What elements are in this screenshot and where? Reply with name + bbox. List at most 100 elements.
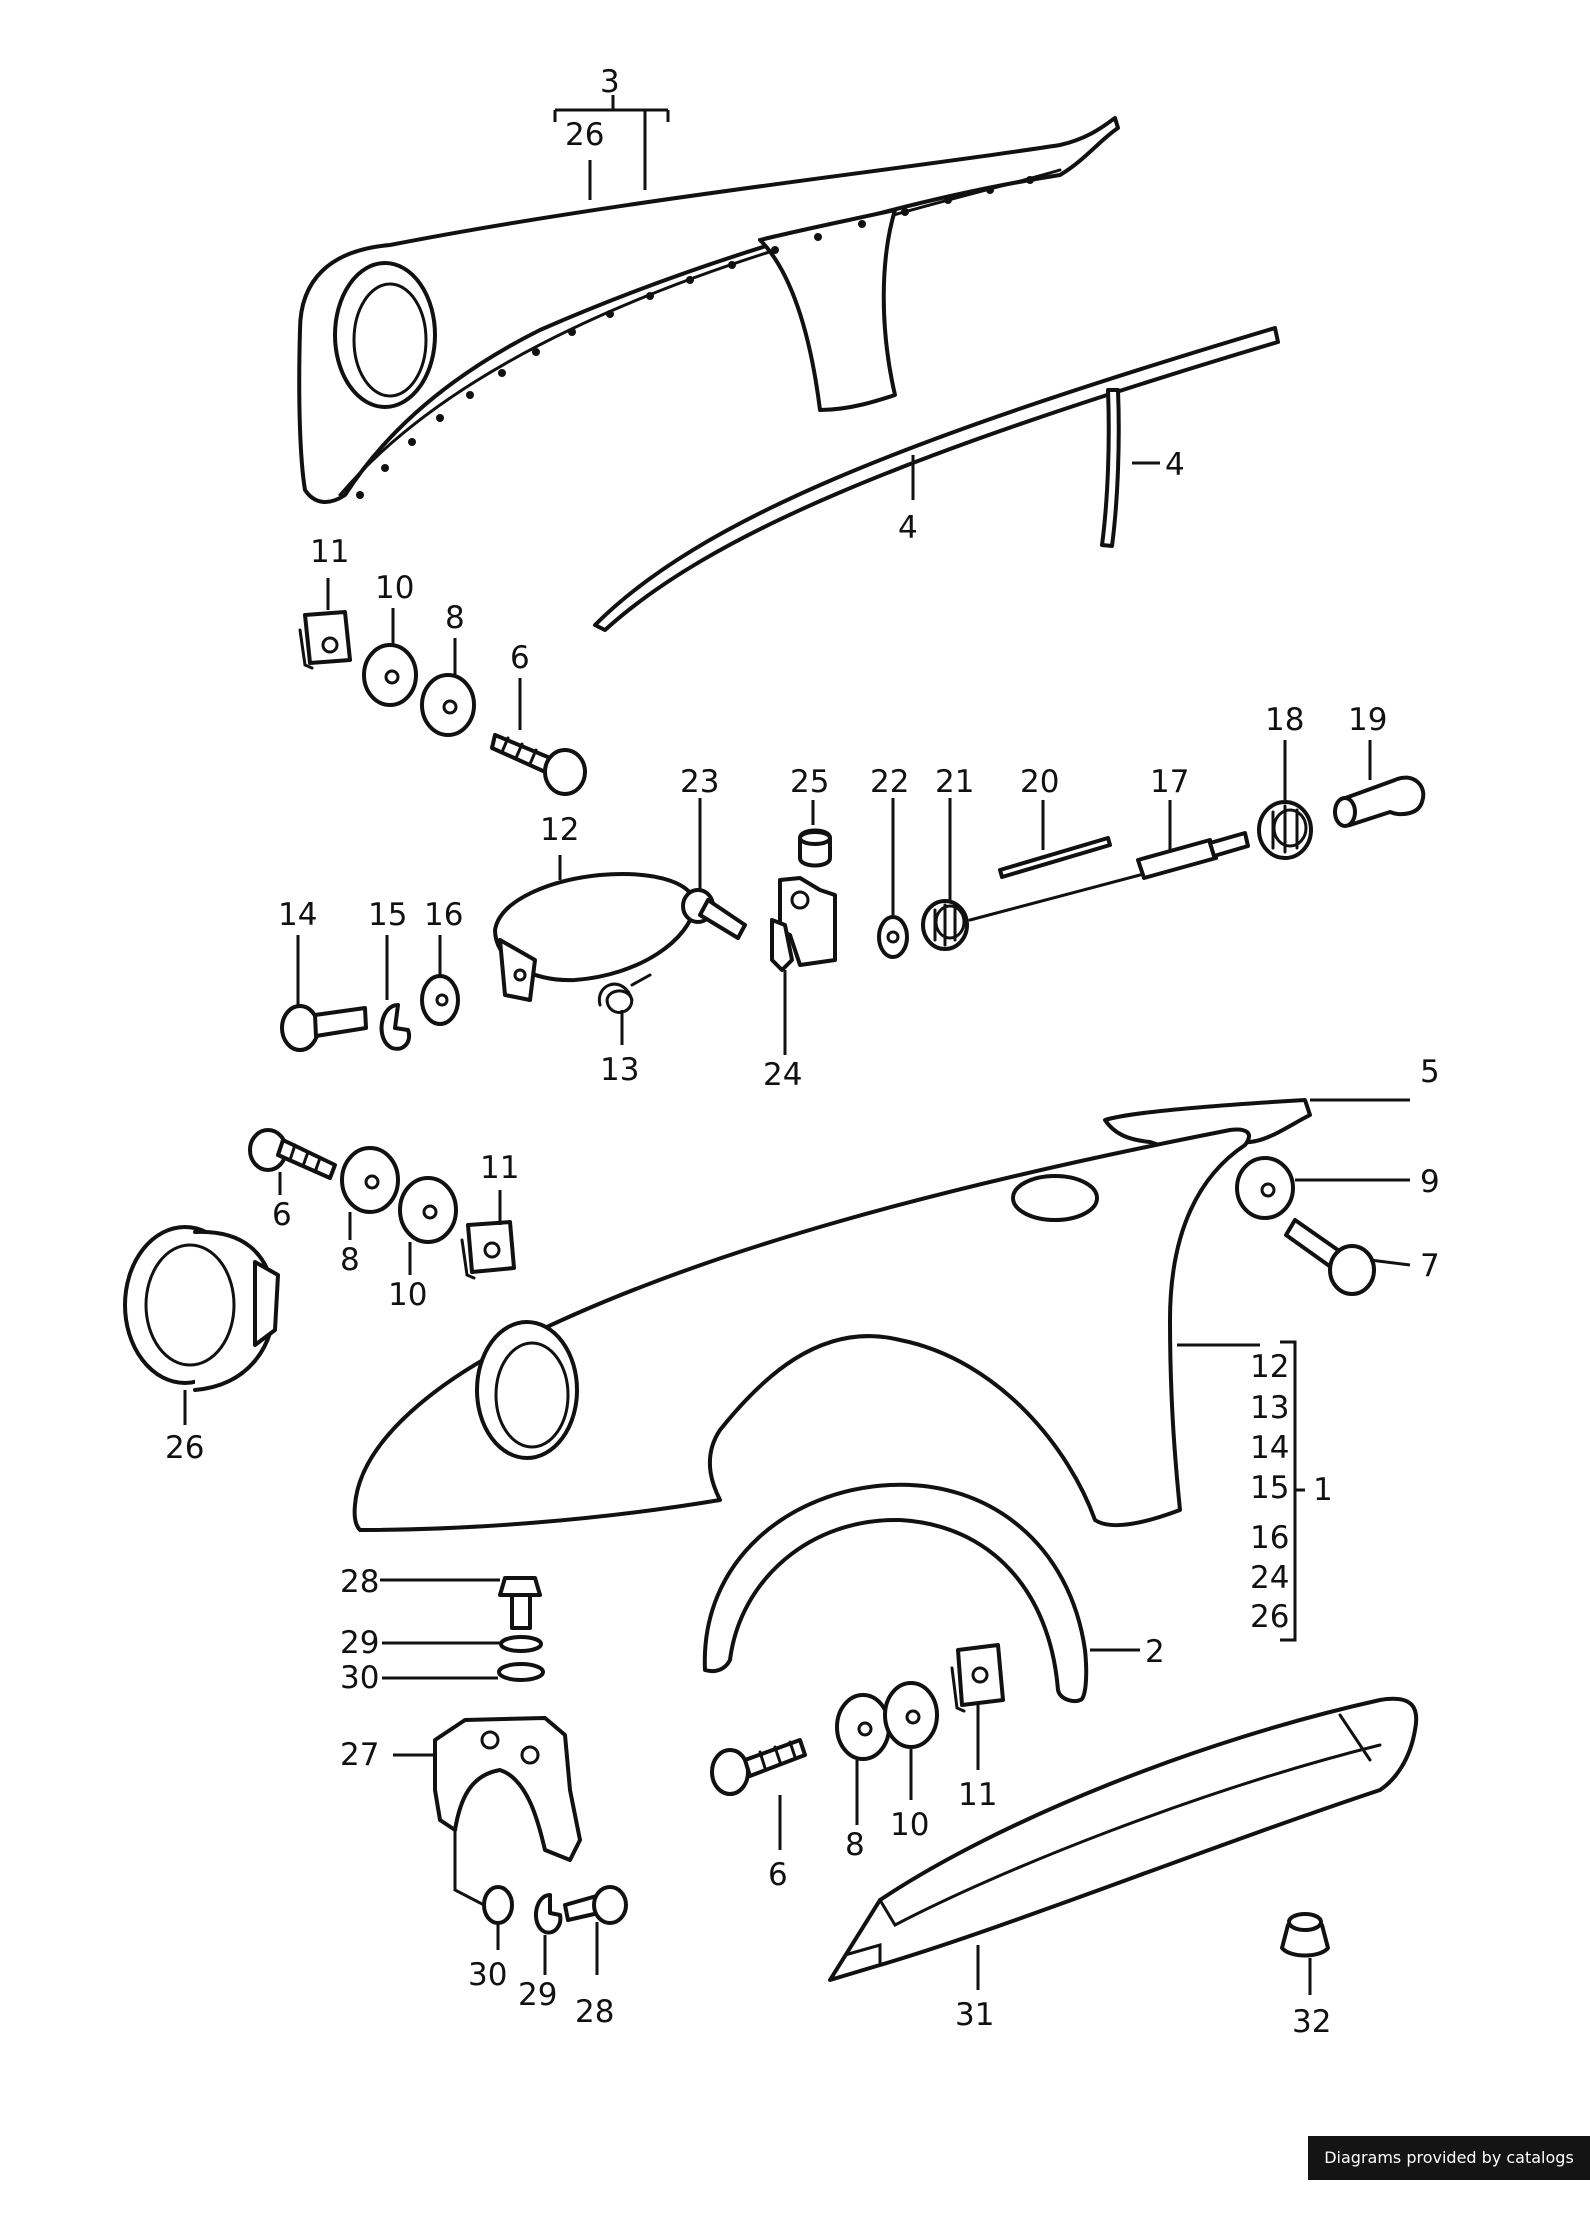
part-28-bolt-upper[interactable] [498, 1576, 542, 1630]
callout-4[interactable]: 4 [1165, 447, 1185, 483]
callout-29[interactable]: 29 [340, 1625, 379, 1661]
callout-1[interactable]: 1 [1313, 1472, 1333, 1508]
callout-12[interactable]: 12 [540, 812, 579, 848]
part-30-washer-lower[interactable] [482, 1885, 514, 1925]
part-29-spring-washer-upper[interactable] [499, 1635, 543, 1653]
part-6-screw-left[interactable] [248, 1128, 337, 1180]
callout-11[interactable]: 11 [480, 1150, 519, 1186]
callout-30[interactable]: 30 [340, 1660, 379, 1696]
callout-29[interactable]: 29 [518, 1977, 557, 2013]
bracket-item-14[interactable]: 14 [1250, 1430, 1289, 1466]
callout-11[interactable]: 11 [310, 534, 349, 570]
callout-21[interactable]: 21 [935, 764, 974, 800]
callout-2[interactable]: 2 [1145, 1634, 1165, 1670]
part-30-washer-upper[interactable] [497, 1662, 545, 1682]
callout-13[interactable]: 13 [600, 1052, 639, 1088]
part-6-screw-lower[interactable] [710, 1738, 807, 1796]
part-11-clip-upper[interactable] [298, 610, 352, 670]
credit-badge: Diagrams provided by catalogs parts [1308, 2136, 1590, 2211]
part-2-wheel-arch[interactable] [702, 1482, 1089, 1704]
callout-8[interactable]: 8 [340, 1242, 360, 1278]
part-25-cap[interactable] [798, 828, 832, 868]
part-13-spring[interactable] [597, 973, 652, 1014]
callout-6[interactable]: 6 [510, 640, 530, 676]
bracket-item-16[interactable]: 16 [1250, 1520, 1289, 1556]
callout-6[interactable]: 6 [768, 1857, 788, 1893]
part-22-washer[interactable] [877, 915, 909, 959]
callout-7[interactable]: 7 [1420, 1248, 1440, 1284]
part-18-grommet[interactable] [1257, 800, 1313, 860]
callout-22[interactable]: 22 [870, 764, 909, 800]
callout-8[interactable]: 8 [845, 1827, 865, 1863]
callout-15[interactable]: 15 [368, 897, 407, 933]
part-10-washer-upper[interactable] [362, 643, 418, 707]
part-12-flap[interactable] [493, 872, 697, 1002]
part-3-upper-panel[interactable] [297, 116, 1120, 504]
part-8-washer-upper[interactable] [420, 673, 476, 737]
bracket-item-12[interactable]: 12 [1250, 1349, 1289, 1385]
callout-16[interactable]: 16 [424, 897, 463, 933]
callout-27[interactable]: 27 [340, 1737, 379, 1773]
callout-4[interactable]: 4 [898, 510, 918, 546]
part-7-bolt[interactable] [1284, 1218, 1376, 1296]
bracket-item-26[interactable]: 26 [1250, 1599, 1289, 1635]
part-10-washer-lower[interactable] [883, 1681, 939, 1749]
callout-17[interactable]: 17 [1150, 764, 1189, 800]
callout-5[interactable]: 5 [1420, 1054, 1440, 1090]
part-17-cable-tube[interactable] [968, 831, 1250, 922]
part-4-seal-short[interactable] [1100, 388, 1121, 548]
callout-labels: 3 26 4 4 11 10 8 6 12 13 14 15 16 23 25 … [165, 64, 1440, 2040]
callout-19[interactable]: 19 [1348, 702, 1387, 738]
callout-11[interactable]: 11 [958, 1777, 997, 1813]
part-26-headlight-bucket[interactable] [123, 1225, 280, 1392]
part-8-washer-lower[interactable] [835, 1693, 891, 1761]
callout-23[interactable]: 23 [680, 764, 719, 800]
part-32-plug[interactable] [1280, 1912, 1330, 1958]
part-21-grommet[interactable] [921, 899, 969, 951]
part-4-seal-long[interactable] [593, 326, 1280, 632]
bracket-item-15[interactable]: 15 [1250, 1470, 1289, 1506]
callout-10[interactable]: 10 [890, 1807, 929, 1843]
part-19-plug[interactable] [1333, 775, 1426, 828]
callout-26[interactable]: 26 [165, 1430, 204, 1466]
part-28-bolt-lower[interactable] [563, 1885, 628, 1925]
callout-32[interactable]: 32 [1292, 2004, 1331, 2040]
callout-10[interactable]: 10 [388, 1277, 427, 1313]
bracket-item-24[interactable]: 24 [1250, 1560, 1289, 1596]
callout-31[interactable]: 31 [955, 1997, 994, 2033]
callout-30[interactable]: 30 [468, 1957, 507, 1993]
callout-24[interactable]: 24 [763, 1057, 802, 1093]
callout-25[interactable]: 25 [790, 764, 829, 800]
part-31-rocker-panel[interactable] [828, 1696, 1419, 1982]
part-11-clip-left[interactable] [460, 1220, 516, 1280]
callout-10[interactable]: 10 [375, 570, 414, 606]
part-1-front-fender[interactable] [352, 1127, 1251, 1532]
callout-3[interactable]: 3 [600, 64, 620, 100]
part-27-bracket[interactable] [433, 1716, 582, 1862]
callout-28[interactable]: 28 [575, 1994, 614, 2030]
callout-8[interactable]: 8 [445, 600, 465, 636]
part-29-spring-washer-lower[interactable] [534, 1893, 563, 1935]
part-10-washer-left[interactable] [398, 1176, 458, 1244]
bracket-item-13[interactable]: 13 [1250, 1390, 1289, 1426]
callout-9[interactable]: 9 [1420, 1164, 1440, 1200]
part-14-bolt[interactable] [280, 1004, 368, 1052]
part-11-clip-lower[interactable] [950, 1643, 1005, 1713]
part-24-bracket[interactable] [770, 876, 837, 972]
part-9-washer[interactable] [1235, 1156, 1295, 1220]
part-6-screw-upper[interactable] [490, 733, 587, 796]
callout-26[interactable]: 26 [565, 117, 604, 153]
callout-18[interactable]: 18 [1265, 702, 1304, 738]
leader-lines [183, 95, 1411, 1995]
callout-28[interactable]: 28 [340, 1564, 379, 1600]
part-20-rod[interactable] [998, 836, 1112, 879]
callout-14[interactable]: 14 [278, 897, 317, 933]
part-5-strip[interactable] [1103, 1098, 1312, 1150]
part-15-spring-washer[interactable] [379, 1003, 412, 1051]
part-16-washer[interactable] [420, 974, 460, 1026]
callout-20[interactable]: 20 [1020, 764, 1059, 800]
part-23-pin[interactable] [681, 888, 747, 940]
part-8-washer-left[interactable] [340, 1146, 400, 1214]
callout-6[interactable]: 6 [272, 1197, 292, 1233]
